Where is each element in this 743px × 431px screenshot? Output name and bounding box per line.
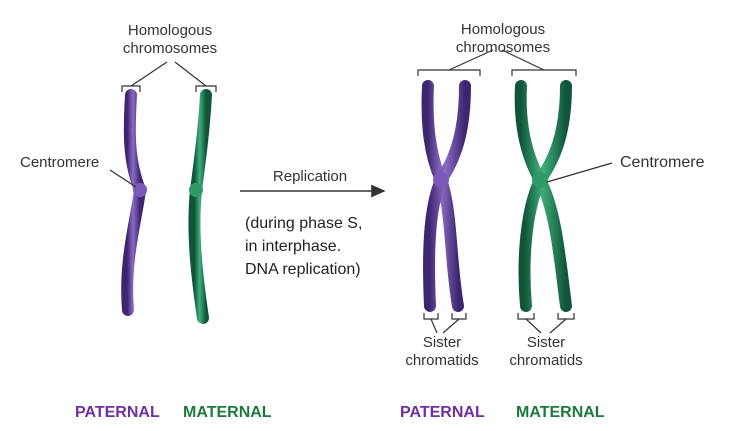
maternal-label-right: MATERNAL (516, 404, 605, 421)
maternal-replicated-centromere (532, 172, 548, 188)
replication-note-line1: (during phase S, (245, 215, 363, 232)
replication-label: Replication (272, 168, 348, 185)
centromere-label-left: Centromere (20, 154, 100, 171)
maternal-label-left: MATERNAL (183, 404, 272, 421)
homologous-label-right: Homologous chromosomes (433, 21, 573, 57)
sister-label-right-line2: chromatids (509, 352, 583, 369)
sister-chromatids-label-left: Sister chromatids (400, 334, 484, 370)
sister-label-left-line2: chromatids (405, 352, 479, 369)
paternal-chromosome (121, 89, 147, 316)
paternal-replicated-centromere (433, 172, 449, 188)
homologous-label-left-line1: Homologous (127, 22, 213, 39)
centromere-label-right: Centromere (620, 154, 705, 171)
sister-chromatids-bracket-left (423, 313, 467, 334)
homologous-label-left-line2: chromosomes (122, 40, 218, 57)
replication-note: (during phase S, in interphase. DNA repl… (245, 212, 362, 281)
paternal-label-right: PATERNAL (400, 404, 485, 421)
homologous-bracket-left (121, 61, 217, 92)
maternal-chromosome (188, 89, 212, 324)
homologous-label-right-line1: Homologous (460, 21, 546, 38)
homologous-label-right-line2: chromosomes (455, 39, 551, 56)
homologous-label-left: Homologous chromosomes (115, 22, 225, 58)
replication-note-line2: in interphase. (245, 238, 342, 255)
paternal-label-left: PATERNAL (75, 404, 160, 421)
sister-chromatids-bracket-right (517, 313, 575, 334)
sister-chromatids-label-right: Sister chromatids (504, 334, 588, 370)
centromere-pointer-right (546, 162, 613, 183)
sister-label-right-line1: Sister (526, 334, 566, 351)
paternal-centromere (133, 183, 147, 197)
homologous-bracket-right (417, 49, 577, 76)
replication-note-line3: DNA replication) (245, 261, 361, 278)
sister-label-left-line1: Sister (422, 334, 462, 351)
maternal-centromere (189, 183, 203, 197)
centromere-pointer-left (109, 169, 137, 188)
